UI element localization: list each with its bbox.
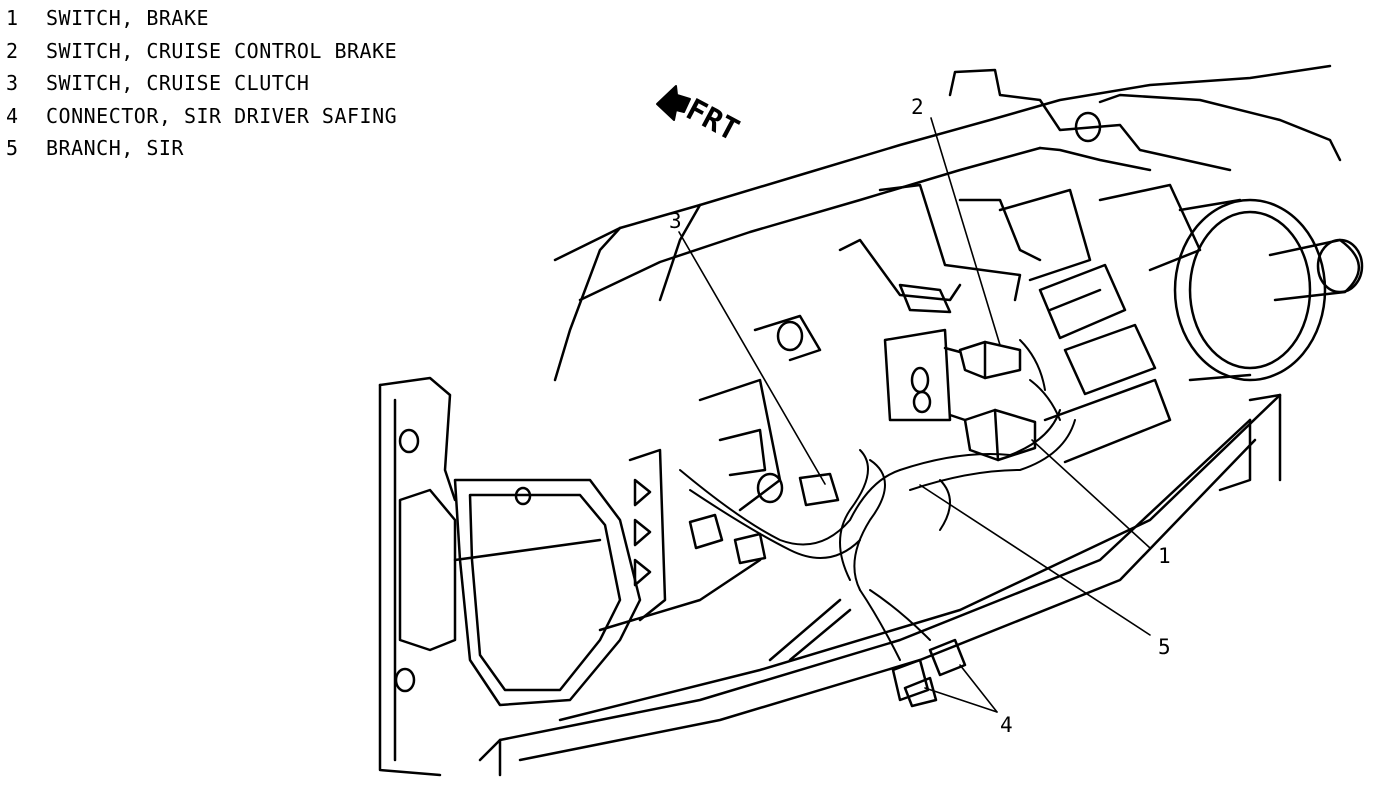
legend-label: SWITCH, CRUISE CONTROL BRAKE xyxy=(46,38,398,63)
leader-line xyxy=(678,231,826,485)
wiring-harness xyxy=(679,339,1076,661)
callout-5: 5 xyxy=(1158,635,1171,659)
leader-line xyxy=(924,687,998,713)
lower-panel-rails xyxy=(478,393,1282,777)
callout-numbers: 1 2 3 4 5 xyxy=(669,95,1171,737)
lower-dash-panel xyxy=(378,376,667,777)
leader-line xyxy=(959,664,998,713)
cruise-clutch-switch xyxy=(698,314,840,512)
legend-label: BRANCH, SIR xyxy=(46,136,184,160)
legend-number: 2 xyxy=(6,38,19,63)
leader-line xyxy=(1031,439,1151,549)
steering-column xyxy=(1173,198,1364,382)
column-support-bracket xyxy=(998,183,1202,464)
arrow-left-icon xyxy=(656,85,691,121)
sir-driver-safing-connectors xyxy=(688,513,967,708)
cruise-control-brake-switch xyxy=(943,340,1022,380)
legend-list: 1 SWITCH, BRAKE 2 SWITCH, CRUISE CONTROL… xyxy=(6,2,397,165)
front-orientation-indicator: FRT xyxy=(656,85,745,149)
callout-2: 2 xyxy=(911,95,924,119)
callout-leaders xyxy=(678,117,1151,713)
upper-dash-structure xyxy=(553,64,1342,382)
brake-switch xyxy=(948,408,1037,462)
legend-label: SWITCH, CRUISE CLUTCH xyxy=(46,71,310,95)
legend-item: 3 SWITCH, CRUISE CLUTCH xyxy=(6,67,397,100)
legend-number: 3 xyxy=(6,71,19,95)
leader-line xyxy=(930,117,1001,346)
legend-number: 1 xyxy=(6,6,19,30)
callout-3: 3 xyxy=(669,209,682,233)
legend-item: 5 BRANCH, SIR xyxy=(6,132,397,165)
legend-number: 4 xyxy=(6,103,19,128)
callout-1: 1 xyxy=(1158,544,1171,568)
legend-label: SWITCH, BRAKE xyxy=(46,6,210,30)
legend-number: 5 xyxy=(6,136,19,160)
callout-4: 4 xyxy=(1000,713,1013,737)
leader-line xyxy=(919,484,1151,636)
legend-item: 2 SWITCH, CRUISE CONTROL BRAKE xyxy=(6,35,397,68)
legend-label: CONNECTOR, SIR DRIVER SAFING xyxy=(46,103,398,128)
legend-item: 4 CONNECTOR, SIR DRIVER SAFING xyxy=(6,100,397,133)
legend-item: 1 SWITCH, BRAKE xyxy=(6,2,397,35)
pedal-bracket xyxy=(838,183,1042,422)
